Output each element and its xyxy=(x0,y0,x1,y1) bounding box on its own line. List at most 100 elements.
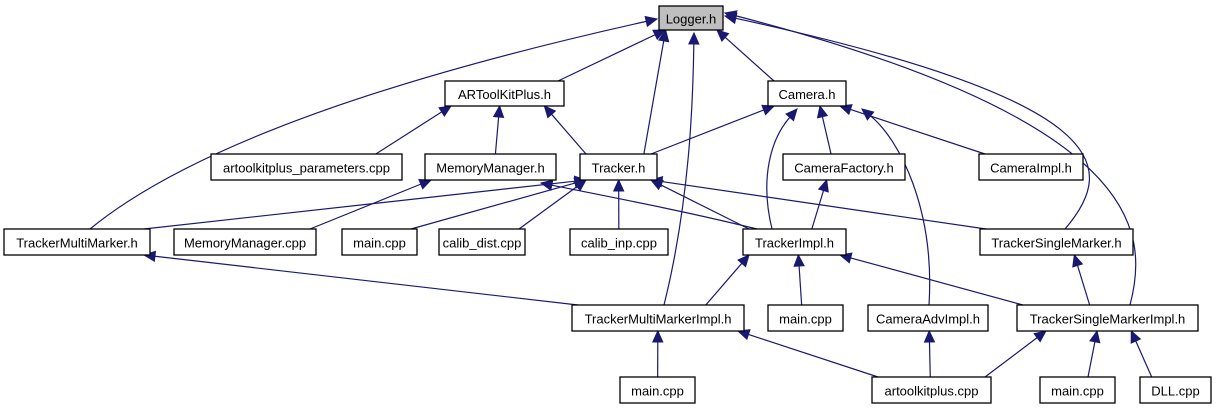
arrowhead-icon xyxy=(438,105,453,118)
node-label: main.cpp xyxy=(779,312,832,327)
arrowhead-icon xyxy=(817,178,829,193)
edge-trackerimpl-to-camera xyxy=(766,108,798,230)
node-main3[interactable]: main.cpp xyxy=(619,376,696,404)
edge-line xyxy=(850,108,986,155)
edge-line xyxy=(850,257,1024,306)
edge-line xyxy=(821,116,832,155)
edge-artoolkitplus_cpp-to-trackersinglemarkerimpl xyxy=(984,330,1047,378)
node-box xyxy=(210,153,403,181)
edge-line xyxy=(375,111,443,155)
edge-line xyxy=(1135,340,1153,378)
arrowhead-icon xyxy=(1130,329,1142,344)
edge-trackerimpl-to-camerafactory xyxy=(811,178,829,230)
edge-line xyxy=(798,265,803,306)
edge-line xyxy=(735,15,1137,306)
edge-trackermultimarkerimpl-to-trackerimpl xyxy=(705,254,750,306)
node-label: MemoryManager.h xyxy=(436,161,544,176)
edge-trackerimpl-to-memorymanager xyxy=(539,179,758,230)
node-label: main.cpp xyxy=(353,236,406,251)
node-box xyxy=(424,153,557,181)
edge-line xyxy=(410,182,576,230)
node-label: main.cpp xyxy=(1051,384,1104,399)
edge-line xyxy=(309,183,422,230)
node-memorymanager[interactable]: MemoryManager.h xyxy=(424,153,557,181)
node-trackermultimarker[interactable]: TrackerMultiMarker.h xyxy=(3,228,151,256)
node-label: calib_inp.cpp xyxy=(581,236,657,251)
node-box xyxy=(569,228,669,256)
arrowhead-icon xyxy=(737,254,750,268)
arrowhead-icon xyxy=(612,178,625,192)
edge-line xyxy=(660,184,750,230)
node-box xyxy=(173,228,317,256)
node-box xyxy=(658,5,724,31)
edge-line xyxy=(1076,265,1091,306)
edge-line xyxy=(143,180,576,230)
arrowhead-icon xyxy=(657,28,670,43)
edge-trackermultimarker-to-logger xyxy=(89,15,659,230)
edge-memorymanager-to-artoolkitplus xyxy=(492,104,505,155)
node-artoolkitplus[interactable]: ARToolKitPlus.h xyxy=(444,80,565,107)
node-box xyxy=(767,304,844,332)
node-cameraadvimpl[interactable]: CameraAdvImpl.h xyxy=(867,304,989,332)
arrowhead-icon xyxy=(492,104,505,118)
node-main1[interactable]: main.cpp xyxy=(341,228,418,256)
edge-trackermultimarkerimpl-to-trackermultimarker xyxy=(142,250,579,306)
node-tracker[interactable]: Tracker.h xyxy=(579,153,658,181)
edge-tracker-to-logger xyxy=(643,28,670,155)
node-calib-dist[interactable]: calib_dist.cpp xyxy=(438,228,526,256)
edge-main1-to-tracker xyxy=(410,177,588,230)
edge-line xyxy=(870,115,931,306)
node-label: main.cpp xyxy=(631,384,684,399)
node-artoolkitplus-parameters[interactable]: artoolkitplus_parameters.cpp xyxy=(210,153,403,181)
arrowhead-icon xyxy=(573,179,587,192)
node-trackersinglemarker[interactable]: TrackerSingleMarker.h xyxy=(979,228,1134,256)
edge-trackersinglemarkerimpl-to-trackerimpl xyxy=(838,252,1024,306)
node-camera[interactable]: Camera.h xyxy=(767,80,847,107)
arrowhead-icon xyxy=(816,104,829,119)
edges-layer xyxy=(89,10,1153,378)
node-box xyxy=(867,304,989,332)
edge-trackersinglemarker-to-logger xyxy=(723,12,1090,230)
node-cameraimpl[interactable]: CameraImpl.h xyxy=(978,153,1084,181)
node-box xyxy=(579,153,658,181)
node-label: Camera.h xyxy=(778,87,835,102)
edge-line xyxy=(518,186,578,230)
arrowhead-icon xyxy=(1072,253,1084,268)
node-main4[interactable]: main.cpp xyxy=(1039,376,1116,404)
node-box xyxy=(619,376,696,404)
edge-main3-to-trackermultimarkerimpl xyxy=(652,329,664,378)
node-dll[interactable]: DLL.cpp xyxy=(1139,376,1212,404)
edge-line xyxy=(643,40,665,155)
edge-main4-to-trackersinglemarkerimpl xyxy=(1087,329,1101,378)
edge-line xyxy=(89,20,647,230)
node-artoolkitplus-cpp[interactable]: artoolkitplus.cpp xyxy=(871,376,992,404)
arrowhead-icon xyxy=(716,29,730,42)
node-label: DLL.cpp xyxy=(1151,384,1199,399)
node-label: TrackerSingleMarker.h xyxy=(991,236,1121,251)
edge-line xyxy=(650,109,764,155)
edge-line xyxy=(928,341,931,378)
edge-trackersinglemarker-to-tracker xyxy=(649,175,987,230)
node-camerafactory[interactable]: CameraFactory.h xyxy=(782,153,906,181)
edge-trackersinglemarkerimpl-to-logger xyxy=(723,10,1137,306)
node-trackerimpl[interactable]: TrackerImpl.h xyxy=(742,228,847,256)
edge-calib_inp-to-tracker xyxy=(612,178,625,230)
node-trackermultimarkerimpl[interactable]: TrackerMultiMarkerImpl.h xyxy=(571,304,745,332)
node-main2[interactable]: main.cpp xyxy=(767,304,844,332)
arrowhead-icon xyxy=(1033,330,1047,343)
node-memorymanager-cpp[interactable]: MemoryManager.cpp xyxy=(173,228,317,256)
node-logger[interactable]: Logger.h xyxy=(658,5,724,31)
node-box xyxy=(871,376,992,404)
node-trackersinglemarkerimpl[interactable]: TrackerSingleMarkerImpl.h xyxy=(1016,304,1199,332)
edge-tracker-to-camera xyxy=(650,104,776,155)
edge-artoolkitplus_parameters-to-artoolkitplus xyxy=(375,105,453,155)
node-calib-inp[interactable]: calib_inp.cpp xyxy=(569,228,669,256)
node-label: artoolkitplus.cpp xyxy=(885,384,979,399)
node-box xyxy=(979,228,1134,256)
node-box xyxy=(767,80,847,107)
arrowhead-icon xyxy=(543,105,557,119)
arrowhead-icon xyxy=(723,10,738,22)
node-label: TrackerMultiMarker.h xyxy=(16,236,138,251)
edge-line xyxy=(748,333,879,378)
node-label: calib_dist.cpp xyxy=(443,236,522,251)
